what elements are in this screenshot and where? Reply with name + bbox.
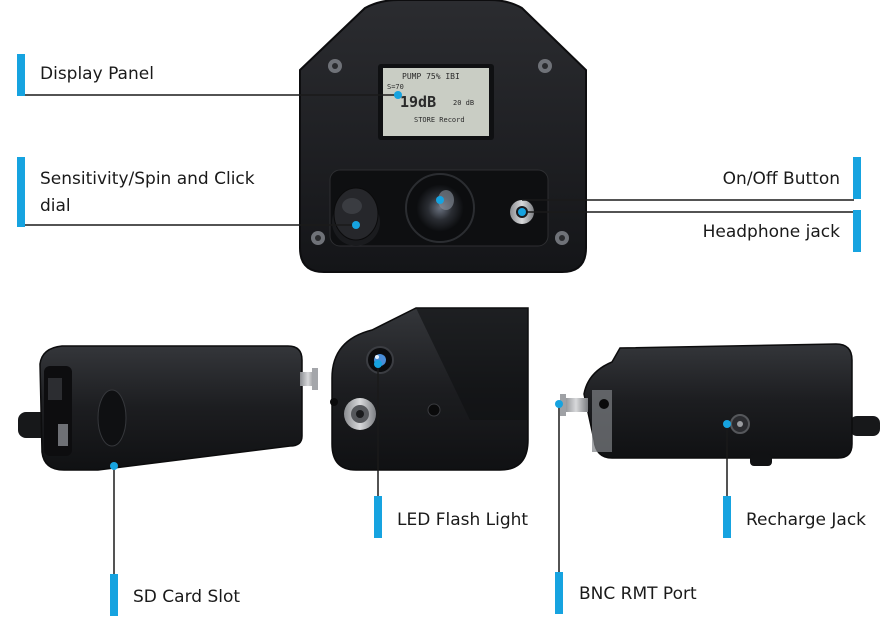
screw xyxy=(555,231,569,245)
callout-dots xyxy=(110,91,731,470)
lcd-footer: STORE Record xyxy=(414,116,465,124)
screw xyxy=(538,59,552,73)
right-side-view-device xyxy=(560,343,880,466)
sensitivity-dial-label: Sensitivity/Spin and Click dial xyxy=(40,169,255,216)
leader-lines xyxy=(24,94,854,578)
bnc-rmt-port-label: BNC RMT Port xyxy=(579,584,697,604)
lcd-level-small: 20 dB xyxy=(453,99,474,107)
left-side-view-device xyxy=(18,345,318,471)
sd-card-slot-bar xyxy=(110,574,118,616)
screw xyxy=(311,231,325,245)
front-view-device: PUMP 75% IBI S=70 19dB 20 dB STORE Recor… xyxy=(299,0,587,273)
led-flash-light-bar xyxy=(374,496,382,538)
lcd-line-1: PUMP 75% IBI xyxy=(402,72,460,81)
led-flash-light-label: LED Flash Light xyxy=(397,510,529,530)
display-panel-bar xyxy=(17,54,25,96)
bnc-connector-rear xyxy=(560,394,588,416)
recharge-jack-label: Recharge Jack xyxy=(746,510,867,530)
sd-card-slot-label: SD Card Slot xyxy=(133,587,241,607)
bnc-connector-side xyxy=(300,368,318,390)
led-flash-light-bulb xyxy=(366,346,394,374)
headphone-jack-label: Headphone jack xyxy=(702,222,840,242)
headphone-jack-bar xyxy=(853,210,861,252)
on-off-button-label: On/Off Button xyxy=(722,169,840,189)
display-panel-label: Display Panel xyxy=(40,64,154,84)
lcd-screen: PUMP 75% IBI S=70 19dB 20 dB STORE Recor… xyxy=(378,64,494,140)
recharge-jack-port xyxy=(730,414,750,434)
lcd-level-value: 19dB xyxy=(400,93,436,111)
screw xyxy=(328,59,342,73)
recharge-jack-bar xyxy=(723,496,731,538)
angled-view-device xyxy=(330,307,529,471)
bnc-rmt-port-bar xyxy=(555,572,563,614)
lcd-line-2: S=70 xyxy=(387,83,404,91)
sensitivity-dial-bar xyxy=(17,157,25,227)
sensitivity-dial xyxy=(332,187,380,246)
bnc-connector-front xyxy=(344,398,376,430)
led-lens xyxy=(405,173,475,243)
on-off-button-bar xyxy=(853,157,861,199)
